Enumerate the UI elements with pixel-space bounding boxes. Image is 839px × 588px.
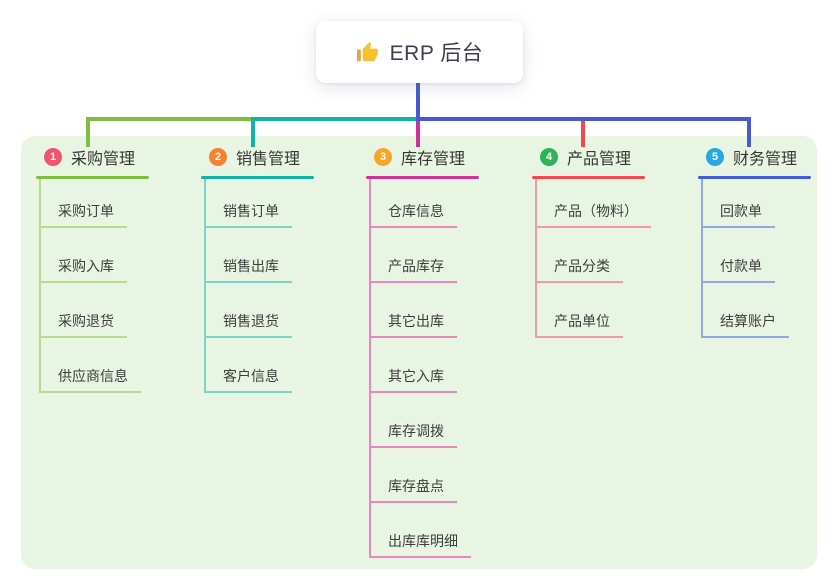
child-node[interactable]: 回款单	[703, 201, 775, 228]
branch-5-finance: 5 财务管理 回款单 付款单 结算账户	[698, 144, 839, 338]
child-node[interactable]: 采购入库	[41, 256, 127, 283]
branch-5-header[interactable]: 5 财务管理	[698, 144, 839, 170]
branch-1-underline	[36, 176, 149, 179]
connector-bus-green	[86, 117, 253, 121]
branch-1-label: 采购管理	[71, 151, 136, 168]
root-node-label: ERP 后台	[389, 42, 484, 65]
connector-drop-branch-2	[251, 117, 255, 147]
branch-4-number-badge: 4	[540, 148, 558, 166]
child-node[interactable]: 产品分类	[537, 256, 623, 283]
connector-bus-teal	[251, 117, 418, 121]
branch-4-product: 4 产品管理 产品（物料） 产品分类 产品单位	[532, 144, 702, 338]
thumbs-up-icon	[356, 41, 379, 64]
branch-3-inventory: 3 库存管理 仓库信息 产品库存 其它出库 其它入库 库存调拨 库存盘点 出库库…	[366, 144, 536, 558]
branch-5-children: 回款单 付款单 结算账户	[701, 179, 789, 338]
child-node[interactable]: 仓库信息	[371, 201, 457, 228]
branch-3-number-badge: 3	[374, 148, 392, 166]
branch-4-label: 产品管理	[567, 151, 632, 168]
branch-5-number-badge: 5	[706, 148, 724, 166]
child-node[interactable]: 出库库明细	[371, 531, 471, 558]
branch-4-header[interactable]: 4 产品管理	[532, 144, 702, 170]
branches-panel	[21, 136, 817, 569]
branch-1-purchase: 1 采购管理 采购订单 采购入库 采购退货 供应商信息	[36, 144, 206, 393]
child-node[interactable]: 客户信息	[206, 366, 292, 393]
child-node[interactable]: 产品（物料）	[537, 201, 651, 228]
branch-5-label: 财务管理	[733, 151, 798, 168]
child-node[interactable]: 其它入库	[371, 366, 457, 393]
child-node[interactable]: 采购退货	[41, 311, 127, 338]
child-node[interactable]: 结算账户	[703, 311, 789, 338]
connector-drop-branch-4	[581, 117, 585, 147]
child-node[interactable]: 库存盘点	[371, 476, 457, 503]
child-node[interactable]: 产品库存	[371, 256, 457, 283]
connector-drop-branch-5	[747, 117, 751, 147]
child-node[interactable]: 销售退货	[206, 311, 292, 338]
branch-1-number-badge: 1	[44, 148, 62, 166]
child-node[interactable]: 供应商信息	[41, 366, 141, 393]
child-node[interactable]: 产品单位	[537, 311, 623, 338]
branch-4-children: 产品（物料） 产品分类 产品单位	[535, 179, 651, 338]
branch-2-underline	[201, 176, 314, 179]
root-node[interactable]: ERP 后台	[316, 21, 523, 83]
branch-5-underline	[698, 176, 811, 179]
connector-drop-branch-1	[86, 117, 90, 147]
branch-3-label: 库存管理	[401, 151, 466, 168]
connector-drop-branch-3	[416, 119, 420, 147]
branch-3-children: 仓库信息 产品库存 其它出库 其它入库 库存调拨 库存盘点 出库库明细	[369, 179, 471, 558]
branch-2-children: 销售订单 销售出库 销售退货 客户信息	[204, 179, 292, 393]
child-node[interactable]: 付款单	[703, 256, 775, 283]
branch-1-children: 采购订单 采购入库 采购退货 供应商信息	[39, 179, 141, 393]
connector-bus-blue	[416, 117, 751, 121]
branch-2-number-badge: 2	[209, 148, 227, 166]
branch-1-header[interactable]: 1 采购管理	[36, 144, 206, 170]
child-node[interactable]: 其它出库	[371, 311, 457, 338]
branch-3-underline	[366, 176, 479, 179]
child-node[interactable]: 库存调拨	[371, 421, 457, 448]
branch-3-header[interactable]: 3 库存管理	[366, 144, 536, 170]
branch-2-header[interactable]: 2 销售管理	[201, 144, 371, 170]
branch-4-underline	[532, 176, 645, 179]
child-node[interactable]: 销售出库	[206, 256, 292, 283]
child-node[interactable]: 销售订单	[206, 201, 292, 228]
branch-2-sales: 2 销售管理 销售订单 销售出库 销售退货 客户信息	[201, 144, 371, 393]
branch-2-label: 销售管理	[236, 151, 301, 168]
child-node[interactable]: 采购订单	[41, 201, 127, 228]
connector-drop-root	[416, 83, 420, 119]
